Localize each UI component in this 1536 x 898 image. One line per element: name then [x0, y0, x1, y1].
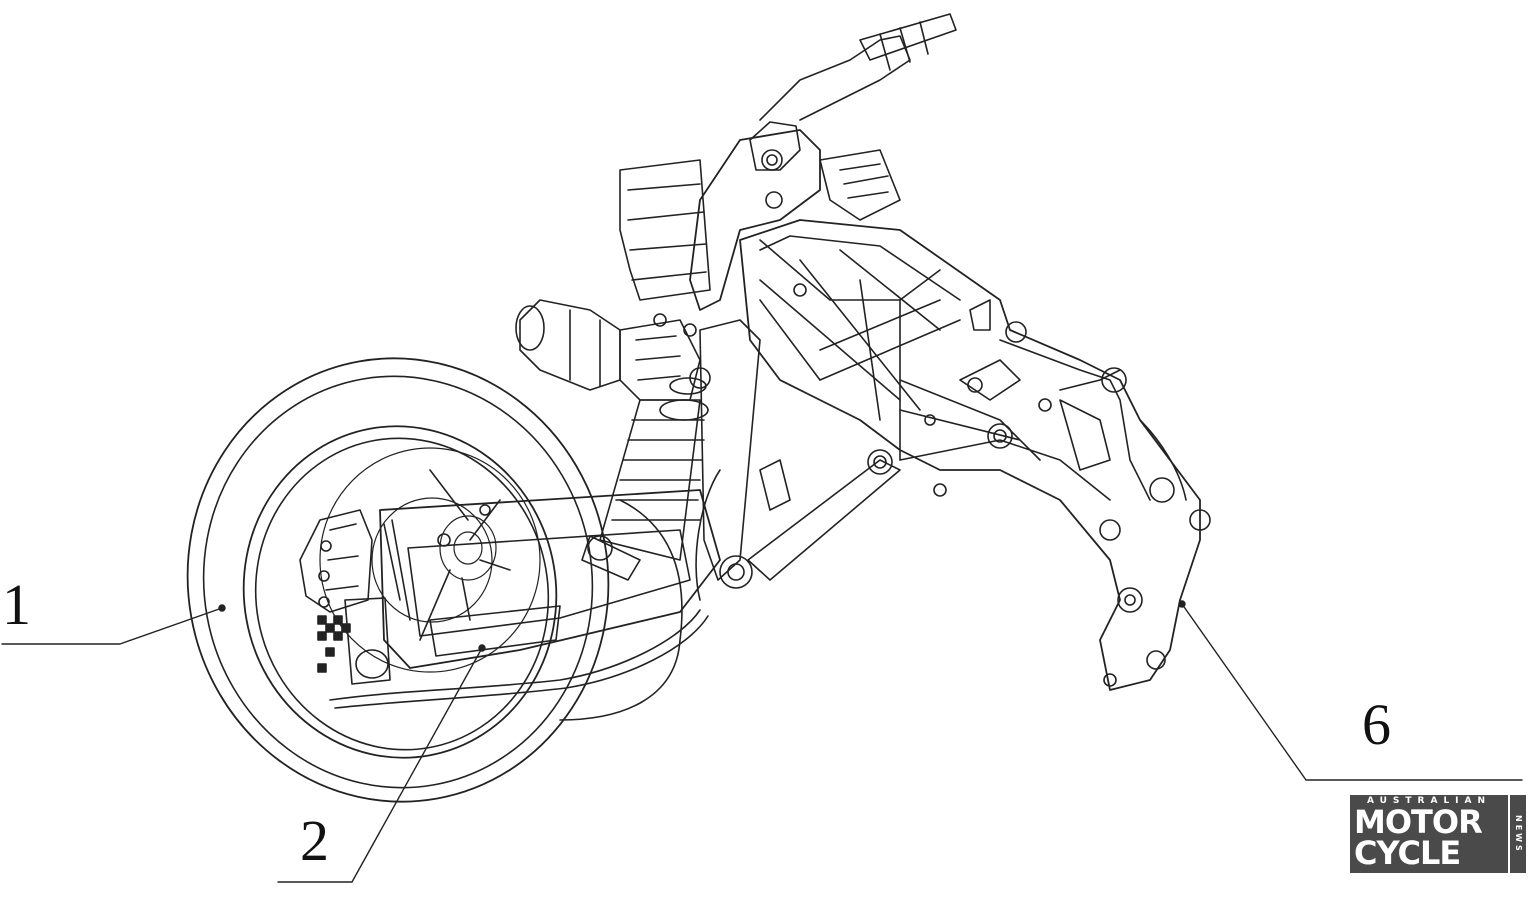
swingarm: [329, 489, 721, 721]
leader-dot-6: [1178, 600, 1186, 608]
main-frame: [739, 219, 1211, 691]
leader-line-6: [1181, 603, 1523, 781]
leader-line-1: [1, 607, 223, 645]
engine-component: [515, 299, 701, 401]
linkage: [695, 319, 901, 601]
callout-label-6: 6: [1362, 692, 1391, 757]
logo-side-text: NEWS: [1510, 795, 1526, 873]
leader-line-2: [277, 647, 483, 883]
brake-caliper: [299, 509, 391, 685]
logo-line2: CYCLE: [1354, 834, 1461, 872]
logo-line1: MOTOR: [1354, 803, 1483, 841]
steering-head: [619, 13, 957, 311]
logo-box: [1350, 795, 1508, 873]
leader-lines: [1, 600, 1523, 883]
callout-label-2: 2: [300, 808, 329, 873]
rear-wheel: [186, 357, 610, 803]
leader-dot-1: [218, 604, 226, 612]
logo-top-text: AUSTRALIAN: [1366, 796, 1492, 806]
callout-label-1: 1: [2, 572, 31, 637]
watermark-logo: AUSTRALIAN MOTOR CYCLE NEWS: [1350, 795, 1526, 875]
leader-dot-2: [478, 644, 486, 652]
